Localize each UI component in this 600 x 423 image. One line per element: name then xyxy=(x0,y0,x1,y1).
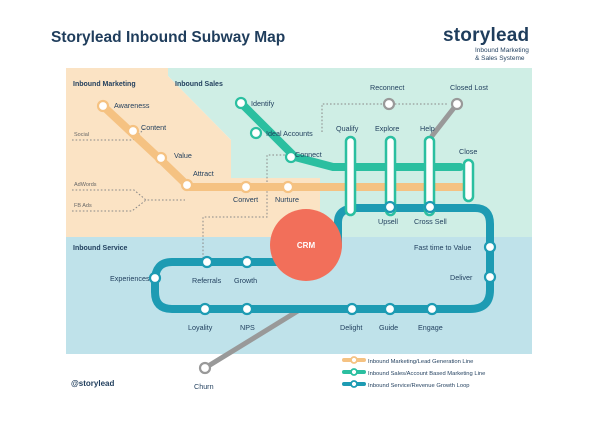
legend-label-service: Inbound Service/Revenue Growth Loop xyxy=(368,383,470,389)
station-awareness xyxy=(96,99,110,113)
pillar-explore xyxy=(384,135,397,217)
station-label-fast-time-to-value: Fast time to Value xyxy=(414,243,471,252)
crm-label: CRM xyxy=(297,241,316,250)
station-delight xyxy=(345,302,359,316)
pillar-qualify xyxy=(344,135,357,217)
station-label-explore: Explore xyxy=(375,124,399,133)
station-label-connect: Connect xyxy=(295,150,322,159)
station-referrals xyxy=(200,255,214,269)
station-label-closed-lost: Closed Lost xyxy=(450,83,488,92)
source-label-adwords: AdWords xyxy=(74,182,97,188)
zone-label-marketing: Inbound Marketing xyxy=(73,81,136,88)
station-label-convert: Convert xyxy=(233,195,258,204)
station-upsell xyxy=(383,200,397,214)
legend-label-sales: Inbound Sales/Account Based Marketing Li… xyxy=(368,371,485,377)
station-label-identify: Identify xyxy=(251,99,275,108)
station-label-help: Help xyxy=(420,124,435,133)
zone-marketing xyxy=(66,68,320,237)
sales-line xyxy=(237,99,464,171)
station-convert xyxy=(239,180,253,194)
station-label-nps: NPS xyxy=(240,323,255,332)
station-label-nurture: Nurture xyxy=(275,195,299,204)
station-label-deliver: Deliver xyxy=(450,273,473,282)
station-experiences xyxy=(148,271,162,285)
dotted-link-adwords xyxy=(72,189,185,201)
station-label-experiences: Experiences xyxy=(110,274,150,283)
station-label-loyality: Loyality xyxy=(188,323,213,332)
source-label-social: Social xyxy=(74,132,89,138)
brand-logo: storylead xyxy=(443,25,530,46)
tagline-line-1: Inbound Marketing xyxy=(475,47,529,54)
zone-label-sales: Inbound Sales xyxy=(175,81,223,88)
station-growth xyxy=(240,255,254,269)
station-label-reconnect: Reconnect xyxy=(370,83,404,92)
pillar-close xyxy=(462,158,475,203)
station-label-guide: Guide xyxy=(379,323,398,332)
station-churn xyxy=(198,361,212,375)
zone-service xyxy=(66,237,532,354)
churn-line xyxy=(202,306,304,371)
legend-dot-sales xyxy=(350,368,358,376)
station-closed-lost xyxy=(450,97,464,111)
dotted-link-social xyxy=(72,127,146,141)
tagline-line-2: & Sales Systeme xyxy=(475,54,525,62)
station-label-referrals: Referrals xyxy=(192,276,222,285)
station-label-delight: Delight xyxy=(340,323,362,332)
station-nurture xyxy=(281,180,295,194)
station-label-qualify: Qualify xyxy=(336,124,359,133)
station-nps xyxy=(240,302,254,316)
station-ideal-accounts xyxy=(249,126,263,140)
station-label-value: Value xyxy=(174,151,192,160)
crm-hub xyxy=(270,209,342,281)
station-content xyxy=(126,124,140,138)
station-attract xyxy=(180,178,194,192)
station-label-content: Content xyxy=(141,123,166,132)
station-label-engage: Engage xyxy=(418,323,443,332)
station-identify xyxy=(234,96,248,110)
station-connect xyxy=(284,150,298,164)
dotted-link-referrals xyxy=(202,154,291,262)
zone-label-service: Inbound Service xyxy=(73,245,128,252)
brand-tagline: Inbound Marketing & Sales Systeme xyxy=(475,47,555,62)
station-reconnect xyxy=(382,97,396,111)
station-label-awareness: Awareness xyxy=(114,101,150,110)
social-handle: @storylead xyxy=(71,379,115,388)
lost-line xyxy=(429,101,460,139)
station-engage xyxy=(425,302,439,316)
pillar-help xyxy=(423,135,436,217)
legend-dot-marketing xyxy=(350,356,358,364)
station-loyality xyxy=(198,302,212,316)
station-label-attract: Attract xyxy=(193,169,214,178)
legend-dot-service xyxy=(350,380,358,388)
station-fast-time-to-value xyxy=(483,240,497,254)
station-label-close: Close xyxy=(459,147,477,156)
station-label-upsell: Upsell xyxy=(378,217,398,226)
station-label-growth: Growth xyxy=(234,276,257,285)
station-label-churn: Churn xyxy=(194,382,214,391)
page-title: Storylead Inbound Subway Map xyxy=(51,29,286,46)
station-label-ideal-accounts: Ideal Accounts xyxy=(266,129,313,138)
source-label-fb-ads: FB Ads xyxy=(74,203,92,209)
station-guide xyxy=(383,302,397,316)
station-value xyxy=(154,151,168,165)
station-deliver xyxy=(483,270,497,284)
legend: Inbound Marketing/Lead Generation Line I… xyxy=(342,356,485,389)
station-label-cross-sell: Cross Sell xyxy=(414,217,447,226)
legend-label-marketing: Inbound Marketing/Lead Generation Line xyxy=(368,359,473,365)
station-cross-sell xyxy=(423,200,437,214)
